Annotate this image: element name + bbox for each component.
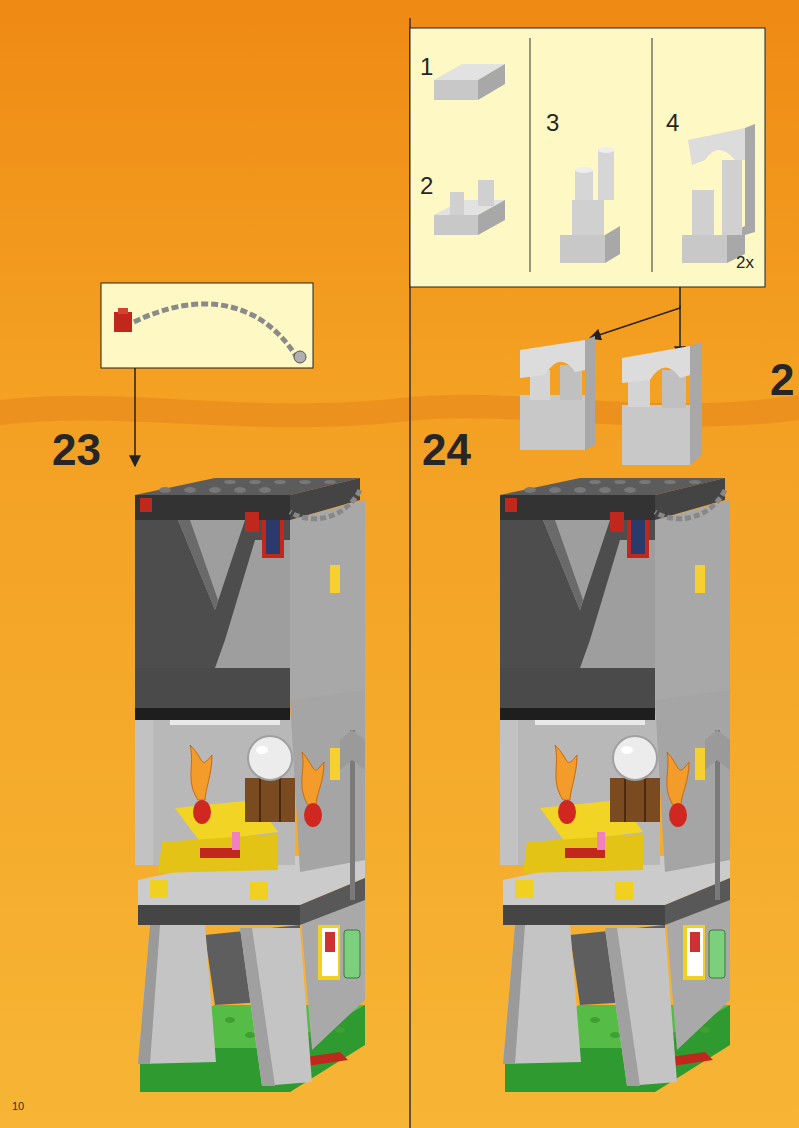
step-number: 2 xyxy=(420,174,433,198)
brick-sub1 xyxy=(434,64,505,100)
step-number: 4 xyxy=(666,111,679,135)
step-number: 23 xyxy=(52,428,101,472)
crenellation xyxy=(520,336,702,465)
step-number: 3 xyxy=(546,111,559,135)
step-number: 24 xyxy=(422,428,471,472)
step-number: 2x xyxy=(736,254,754,271)
brick-sub4 xyxy=(682,124,755,263)
brick-sub3 xyxy=(560,147,620,263)
step-number: 2 xyxy=(770,358,794,402)
tower-step24 xyxy=(500,478,730,1092)
brick-sub2 xyxy=(434,180,505,235)
callout-box: 1 2 3 4 2x xyxy=(410,28,765,287)
page-number: 10 xyxy=(12,1101,24,1112)
tower-step23 xyxy=(135,478,365,1092)
step-number: 1 xyxy=(420,55,433,79)
